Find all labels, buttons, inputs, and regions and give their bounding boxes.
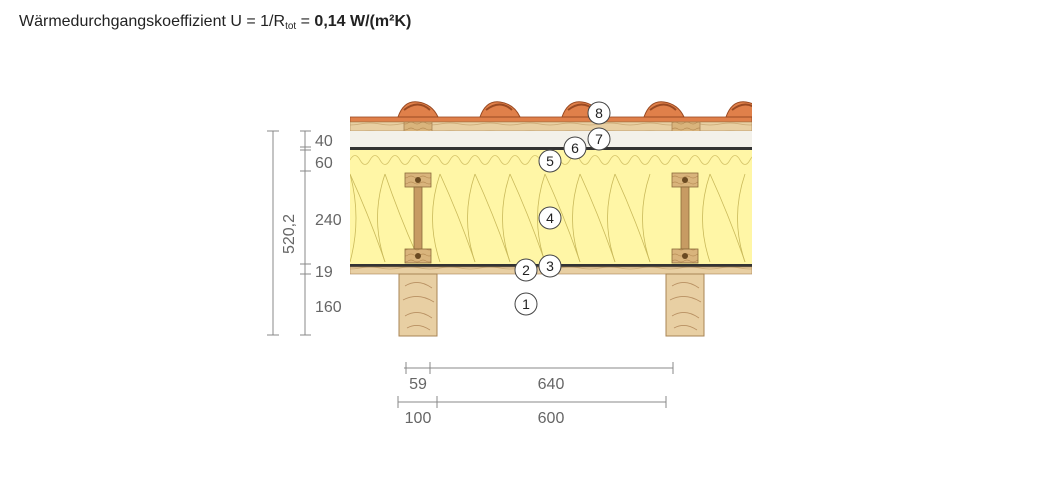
- u-value-equals: =: [296, 13, 315, 30]
- spacing-dimension-bottom: [397, 396, 667, 408]
- svg-text:4: 4: [546, 210, 554, 226]
- thickness-label: 60: [315, 155, 333, 172]
- u-value-label: Wärmedurchgangskoeffizient U = 1/R: [19, 13, 286, 30]
- layer-marker: 2: [514, 258, 538, 282]
- layer-marker: 8: [587, 101, 611, 125]
- rafter: [665, 273, 705, 337]
- rafter: [398, 273, 438, 337]
- total-thickness-label: 520,2: [281, 214, 298, 254]
- layer-stack: [350, 101, 752, 337]
- layer-marker: 3: [538, 254, 562, 278]
- spacing-label: 640: [538, 376, 565, 393]
- u-value-subscript: tot: [285, 21, 297, 32]
- svg-text:6: 6: [571, 140, 579, 156]
- roofing-membrane: [350, 147, 752, 150]
- thickness-label: 160: [315, 299, 342, 316]
- insulation-hatching: [350, 173, 746, 263]
- ventilation-gap: [350, 131, 752, 147]
- svg-text:3: 3: [546, 258, 554, 274]
- thickness-label: 240: [315, 212, 342, 229]
- roof-tiles: [350, 101, 752, 123]
- svg-text:7: 7: [595, 131, 603, 147]
- layer-marker: 4: [538, 206, 562, 230]
- i-joist: [404, 172, 432, 264]
- svg-text:8: 8: [595, 105, 603, 121]
- spacing-dimension-top: [404, 362, 674, 374]
- spacing-label: 100: [405, 410, 432, 427]
- layer-marker: 7: [587, 127, 611, 151]
- i-joist: [671, 172, 699, 264]
- u-value-heading: Wärmedurchgangskoeffizient U = 1/Rtot = …: [19, 13, 411, 32]
- total-dimension-line: [267, 130, 279, 336]
- u-value-result: 0,14 W/(m²K): [314, 13, 412, 30]
- spacing-label: 600: [538, 410, 565, 427]
- thickness-label: 19: [315, 264, 333, 281]
- svg-text:1: 1: [522, 296, 530, 312]
- thickness-label: 40: [315, 133, 333, 150]
- layer-dimension-line: [300, 130, 311, 336]
- layer-marker: 6: [563, 136, 587, 160]
- svg-text:2: 2: [522, 262, 530, 278]
- layer-marker: 5: [538, 149, 562, 173]
- spacing-label: 59: [409, 376, 427, 393]
- svg-text:5: 5: [546, 153, 554, 169]
- layer-marker: 1: [514, 292, 538, 316]
